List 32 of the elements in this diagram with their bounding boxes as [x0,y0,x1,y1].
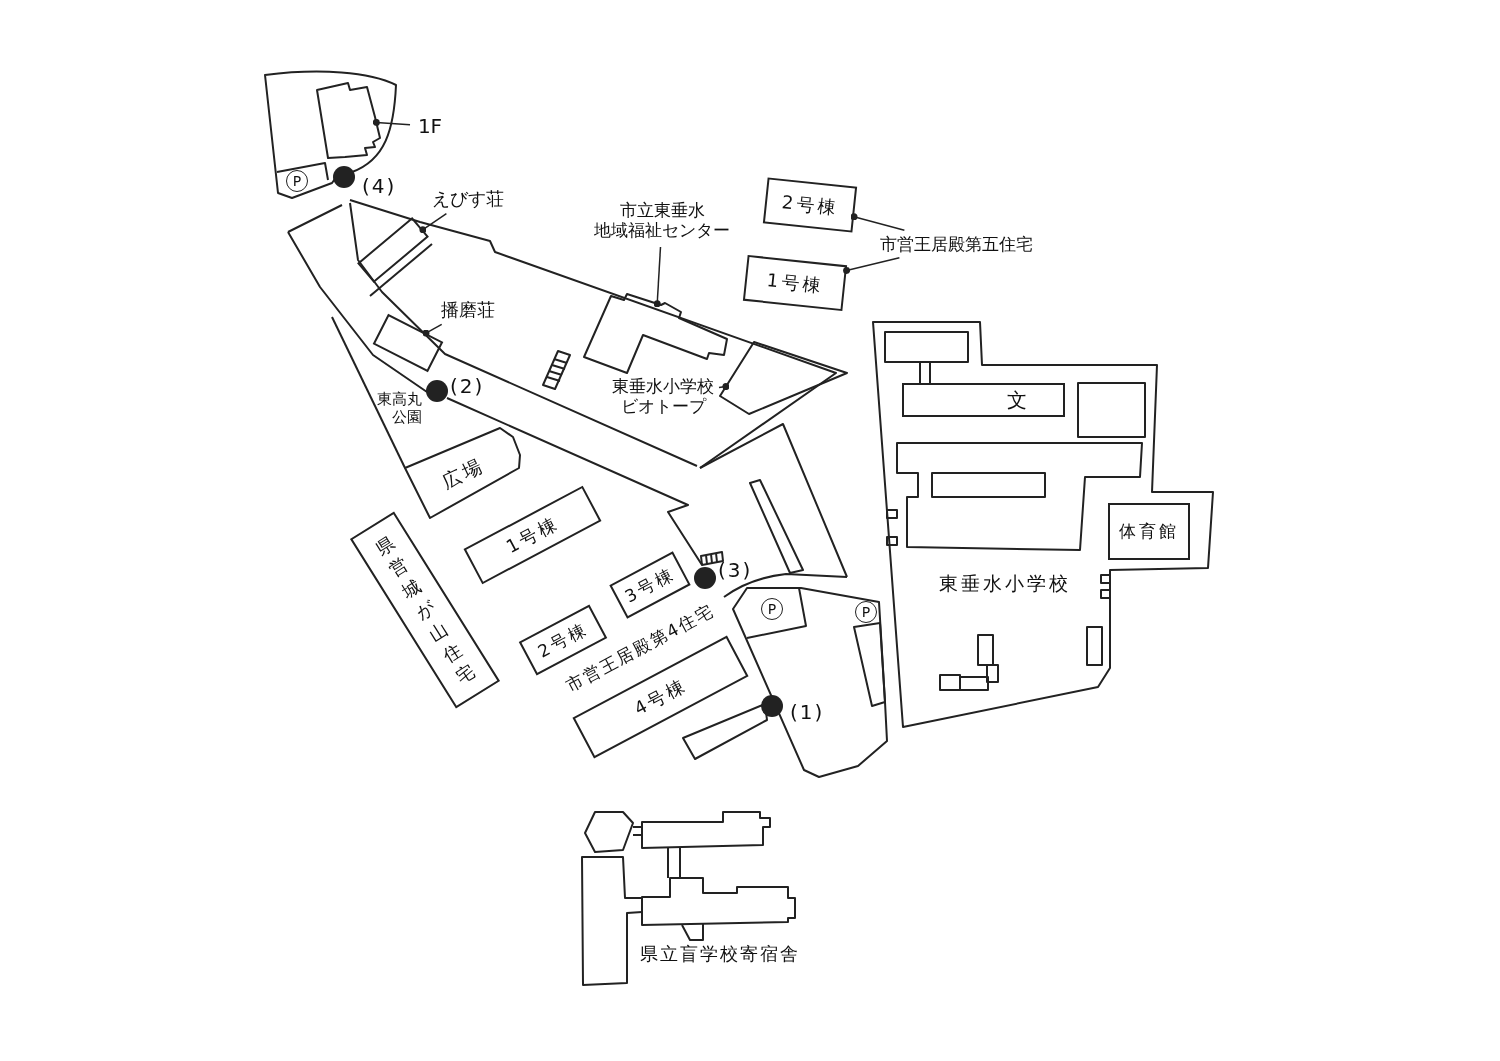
marker-number: (1) [790,700,825,724]
leader-line [422,323,443,337]
building-outline [357,216,429,284]
school-name: 東垂水小学校 [938,572,1072,595]
place-label: 播磨荘 [435,297,501,323]
building-outline [317,83,380,158]
place-label: 県立盲学校寄宿舎 [640,943,800,965]
leader-line [372,118,411,126]
building-outline: 文 [902,383,1065,417]
place-label: 市立東垂水地域福祉センター [584,196,740,244]
marker-number: (4) [362,174,397,198]
marker-number: (3) [718,558,753,582]
place-label: 東垂水小学校ビオトープ [610,372,716,420]
building-outline [584,294,727,373]
marker-number: (2) [450,374,485,398]
building-outline: 県営城が山住宅 [349,511,501,709]
building-outline [720,342,847,414]
school-grounds [873,322,1213,727]
building-outline: 体育館 [1108,502,1190,560]
plaza-outline: 広場 [405,428,520,518]
park-label: 東高丸公園 [376,390,422,426]
floor-label: 1F [413,113,447,139]
place-label: 市営王居殿第五住宅 [872,231,1040,257]
leader-line [843,256,901,274]
leader-line [419,212,448,234]
building-outline: 2号棟 [762,177,858,233]
place-label: えびす荘 [433,186,503,212]
leader-line [850,213,906,231]
leader-line [718,383,730,391]
building-outline: 1号棟 [742,254,848,312]
building-outline: 1号棟 [463,485,601,585]
leader-line [653,246,662,308]
